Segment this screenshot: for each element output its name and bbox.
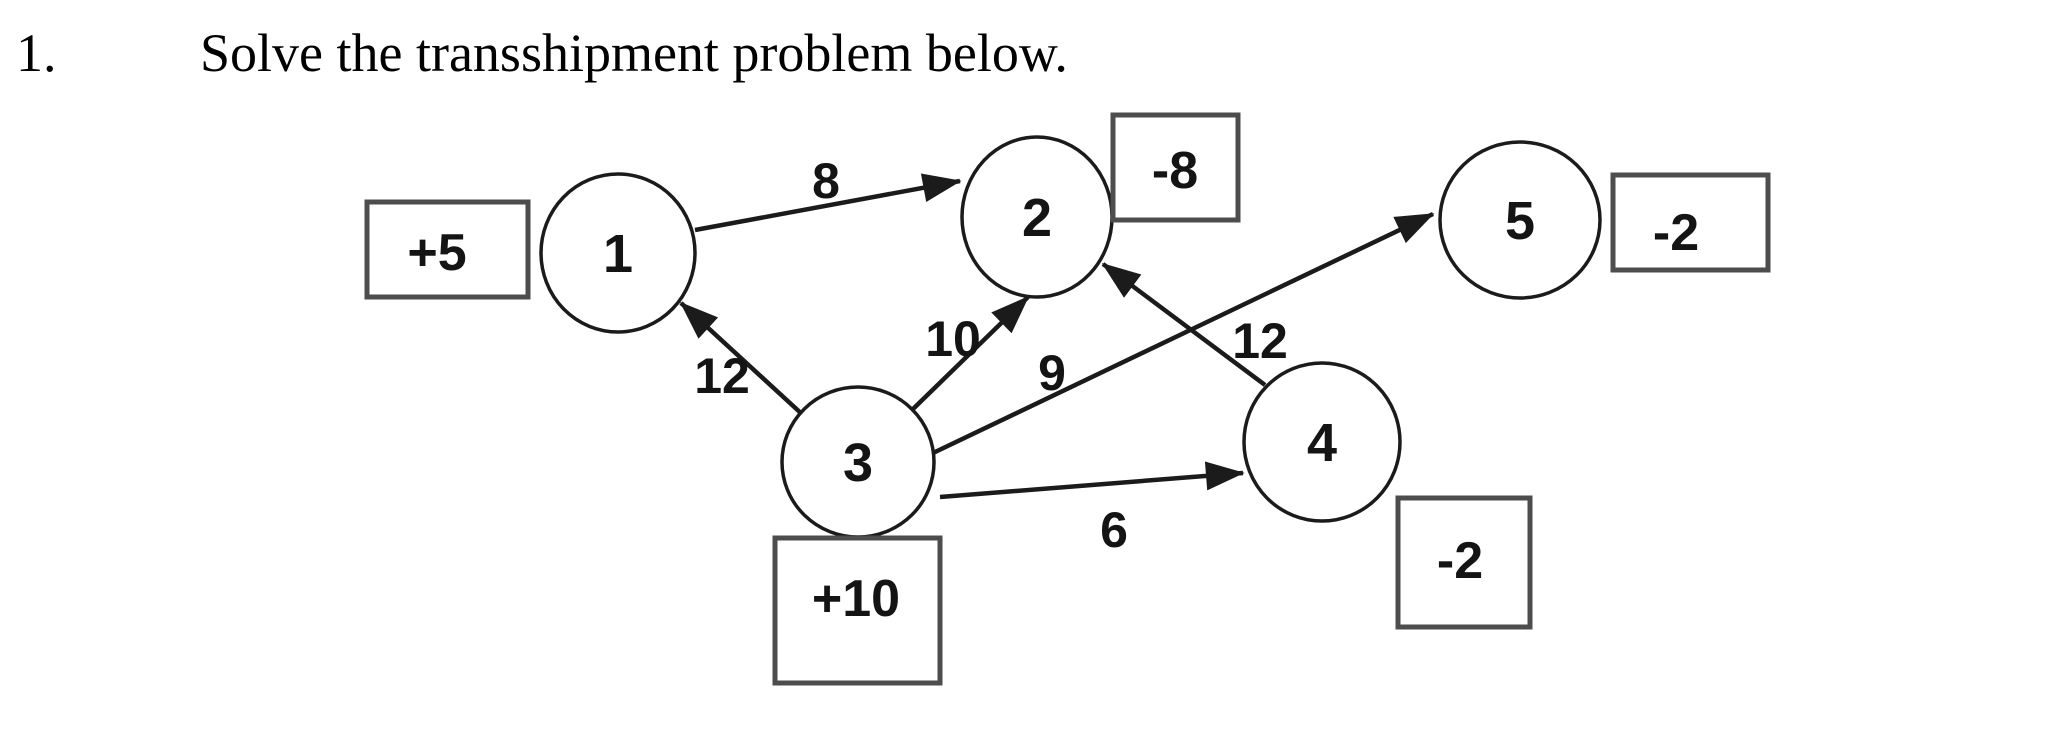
supply-demand-value-node-2: -8 [1152, 142, 1198, 200]
problem-statement: Solve the transshipment problem below. [200, 23, 1068, 83]
edge-cost-label-3-to-2: 10 [925, 311, 981, 367]
edge-arrow-4-to-2 [1101, 262, 1267, 387]
node-3-label: 3 [843, 433, 873, 493]
problem-title: 1. Solve the transshipment problem below… [0, 22, 2046, 92]
node-2-label: 2 [1022, 188, 1052, 248]
supply-demand-box-node-4 [1395, 495, 1533, 630]
edge-cost-label-3-to-1: 12 [694, 348, 750, 404]
supply-demand-box-node-2 [1110, 112, 1241, 223]
node-5-circle [1438, 140, 1602, 300]
problem-number: 1. [16, 23, 57, 83]
supply-demand-box-node-5 [1610, 172, 1771, 273]
supply-demand-value-node-5: -2 [1653, 204, 1699, 262]
edge-cost-label-3-to-4: 6 [1100, 502, 1128, 558]
edge-arrow-3-to-4 [939, 461, 1245, 500]
node-1-label: 1 [603, 224, 633, 284]
edge-arrow-1-to-2 [694, 173, 962, 233]
node-5-label: 5 [1505, 191, 1535, 251]
node-4-circle [1242, 361, 1402, 523]
edge-cost-label-3-to-5: 9 [1038, 345, 1066, 401]
edge-arrow-3-to-2 [910, 295, 1030, 412]
edge-arrow-3-to-1 [679, 301, 805, 417]
supply-demand-box-node-3 [772, 535, 943, 686]
supply-demand-value-node-4: -2 [1437, 532, 1483, 590]
supply-demand-value-node-1: +5 [407, 224, 466, 282]
supply-demand-box-node-1 [364, 199, 531, 300]
node-1-circle [539, 172, 697, 334]
node-4-label: 4 [1307, 413, 1337, 473]
edge-arrow-3-to-5 [932, 211, 1435, 456]
supply-demand-value-node-3: +10 [812, 570, 900, 628]
edge-cost-label-4-to-2: 12 [1232, 313, 1288, 369]
edge-cost-label-1-to-2: 8 [812, 153, 840, 209]
